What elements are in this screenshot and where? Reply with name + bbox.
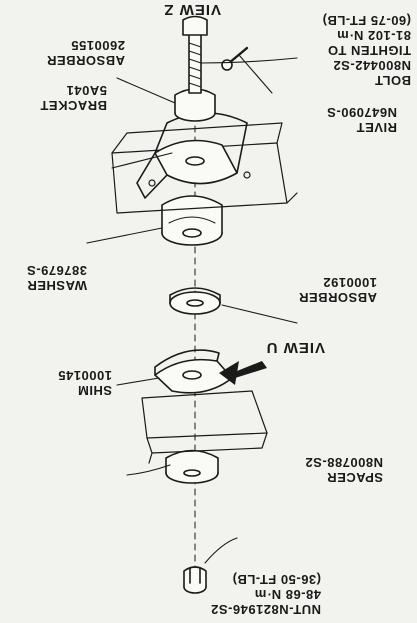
shim-line-2: 1000145 bbox=[57, 368, 112, 383]
absorber-lower-part bbox=[161, 195, 223, 246]
spacer-line-2: N800788-S2 bbox=[305, 455, 383, 470]
callout-absorber-upper: ABSORBER 2600155 bbox=[47, 38, 125, 68]
nut-line-1: NUT-N821946-S2 bbox=[210, 602, 321, 617]
shim-line-1: SHIM bbox=[77, 383, 113, 398]
spacer-line-1: SPACER bbox=[326, 470, 383, 485]
callout-bracket: BRACKET 5A041 bbox=[40, 83, 107, 113]
view-z-label: VIEW Z bbox=[163, 1, 221, 18]
absorber-upper-line-2: 2600155 bbox=[70, 38, 125, 53]
bolt-line-4: 81-102 N·m bbox=[336, 28, 411, 43]
callout-nut: NUT-N821946-S2 48-68 N·m (36-50 FT-LB) bbox=[211, 572, 321, 617]
bolt-line-1: BOLT bbox=[374, 73, 411, 88]
rivet-part bbox=[221, 46, 249, 71]
lower-plate bbox=[141, 390, 268, 464]
absorber-lower-line-1: ABSORBER bbox=[298, 290, 377, 305]
callout-spacer: SPACER N800788-S2 bbox=[305, 455, 383, 485]
callout-washer: WASHER 387679-S bbox=[27, 263, 87, 293]
callout-rivet: RIVET N647090-S bbox=[327, 105, 397, 135]
view-u-label: VIEW U bbox=[265, 339, 325, 356]
bolt-line-3: TIGHTEN TO bbox=[327, 43, 411, 58]
nut-line-2: 48-68 N·m bbox=[254, 587, 321, 602]
bracket-line-1: BRACKET bbox=[39, 98, 107, 113]
callout-bolt: BOLT N800442-S2 TIGHTEN TO 81-102 N·m (6… bbox=[322, 13, 411, 88]
bolt-part bbox=[182, 15, 208, 94]
bolt-line-5: (60-75 FT-LB) bbox=[322, 13, 411, 28]
absorber-lower-line-2: 1000192 bbox=[322, 275, 377, 290]
callout-absorber-lower: ABSORBER 1000192 bbox=[299, 275, 377, 305]
shim-part bbox=[154, 349, 233, 394]
rivet-line-2: N647090-S bbox=[326, 105, 397, 120]
washer-line-2: 387679-S bbox=[26, 263, 87, 278]
view-u-arrow bbox=[219, 361, 267, 385]
nut-part bbox=[183, 566, 207, 594]
washer-line-1: WASHER bbox=[26, 278, 87, 293]
callout-shim: SHIM 1000145 bbox=[58, 368, 112, 398]
bracket-line-2: 5A041 bbox=[66, 83, 107, 98]
nut-line-3: (36-50 FT-LB) bbox=[232, 572, 321, 587]
bolt-line-2: N800442-S2 bbox=[333, 58, 411, 73]
spacer-part bbox=[165, 449, 219, 484]
absorber-upper-line-1: ABSORBER bbox=[46, 53, 125, 68]
frame-plate bbox=[111, 122, 298, 214]
rivet-line-1: RIVET bbox=[356, 120, 397, 135]
washer-part bbox=[169, 287, 221, 315]
leader-lines bbox=[86, 54, 298, 564]
